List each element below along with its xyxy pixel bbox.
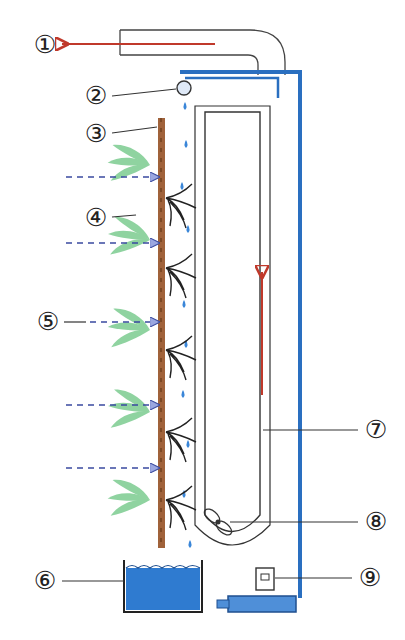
planting-panel bbox=[158, 118, 165, 548]
water-drops bbox=[181, 102, 192, 548]
callout-number: ③ bbox=[81, 119, 111, 149]
pump bbox=[228, 596, 296, 612]
exhaust-duct bbox=[120, 30, 285, 75]
callout-number: ⑥ bbox=[30, 566, 60, 596]
callout-number: ⑨ bbox=[355, 563, 385, 593]
controller-box bbox=[256, 568, 274, 590]
air-up-arrow bbox=[261, 272, 263, 395]
air-out-arrow bbox=[62, 43, 215, 45]
callout-number: ⑤ bbox=[33, 307, 63, 337]
callout-number: ① bbox=[30, 30, 60, 60]
plants bbox=[107, 142, 196, 530]
callout-number: ② bbox=[81, 81, 111, 111]
leader-lines bbox=[62, 89, 358, 581]
callout-number: ④ bbox=[81, 203, 111, 233]
air-column bbox=[205, 112, 260, 532]
fan bbox=[202, 506, 234, 537]
water-pipe bbox=[180, 72, 300, 598]
water-tank bbox=[126, 568, 200, 610]
callout-number: ⑦ bbox=[361, 415, 391, 445]
sprinkler bbox=[177, 81, 191, 95]
callout-number: ⑧ bbox=[361, 507, 391, 537]
